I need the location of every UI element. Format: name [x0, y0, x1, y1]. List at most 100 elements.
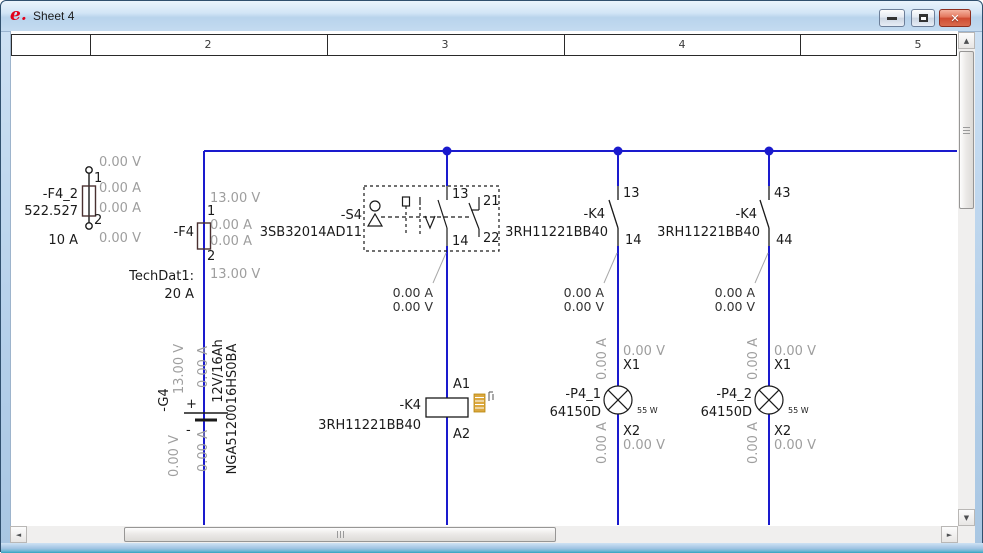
scroll-up-button[interactable]: ▲ [958, 32, 975, 49]
f4-2-tag[interactable]: -F4_2 [43, 187, 78, 202]
window-title: Sheet 4 [33, 9, 75, 23]
k4-coil-type[interactable]: 3RH11221BB40 [318, 418, 421, 433]
k4-contact-b-bot[interactable]: 44 [776, 233, 793, 248]
f4-2-meas-a1: 0.00 A [99, 181, 141, 196]
s4-terminal-14[interactable]: 14 [452, 234, 469, 249]
s4-terminal-21[interactable]: 21 [483, 194, 500, 209]
ruler-divider [564, 35, 565, 55]
p4-2-meas-a-bot: 0.00 A [746, 422, 761, 464]
ruler-divider [800, 35, 801, 55]
k4-contact-a-bot[interactable]: 14 [625, 233, 642, 248]
s4-tag[interactable]: -S4 [341, 208, 362, 223]
contact-image-icon [473, 391, 494, 413]
p4-2-terminal-x2[interactable]: X2 [774, 424, 791, 439]
p4-2-type[interactable]: 64150D [701, 405, 752, 420]
p4-2-tag[interactable]: -P4_2 [716, 387, 752, 402]
ruler-label-3: 3 [441, 38, 449, 51]
p4-1-terminal-x1[interactable]: X1 [623, 358, 640, 373]
arrow-down-icon: ▼ [963, 513, 970, 522]
arrow-left-icon: ◄ [15, 530, 22, 539]
scroll-right-button[interactable]: ► [941, 526, 958, 543]
component-f4-fuse[interactable] [196, 222, 212, 250]
leader-line [603, 252, 618, 284]
k4-contact-b-tag[interactable]: -K4 [736, 207, 758, 222]
k4-contact-a-top[interactable]: 13 [623, 186, 640, 201]
titlebar[interactable]: e. Sheet 4 ✕ [1, 1, 982, 32]
k4-coil-a1[interactable]: A1 [453, 377, 470, 392]
junction-dot [764, 146, 774, 156]
junction-dots [442, 146, 774, 156]
f4-2-terminal-2[interactable]: 2 [94, 213, 102, 228]
f4-meas-a1: 0.00 A [210, 218, 252, 233]
minimize-icon [887, 16, 897, 20]
vertical-scroll-thumb[interactable] [959, 51, 974, 209]
p4-1-meas-v-bot: 0.00 V [623, 438, 665, 453]
f4-terminal-2[interactable]: 2 [207, 249, 215, 264]
scroll-down-button[interactable]: ▼ [958, 509, 975, 526]
component-k4-contact-43[interactable] [759, 186, 770, 246]
schematic-canvas[interactable] [10, 31, 958, 526]
f4-2-terminal-1[interactable]: 1 [94, 171, 102, 186]
s4-terminal-22[interactable]: 22 [483, 231, 500, 246]
vertical-scrollbar[interactable]: ▲ ▼ [958, 32, 975, 526]
k4-coil-a2[interactable]: A2 [453, 427, 470, 442]
f4-terminal-1[interactable]: 1 [207, 204, 215, 219]
horizontal-scroll-thumb[interactable] [124, 527, 556, 542]
s4-terminal-13[interactable]: 13 [452, 187, 469, 202]
k4-coil-tag[interactable]: -K4 [400, 398, 422, 413]
wire-network[interactable] [203, 150, 957, 525]
p4-1-power: 55 W [637, 406, 658, 415]
g4-type-rating[interactable]: 12V/16Ah [211, 339, 226, 403]
ruler-divider [90, 35, 91, 55]
component-k4-contact-13[interactable] [608, 186, 619, 246]
f4-tech-value[interactable]: 20 A [164, 287, 194, 302]
leader-line [754, 252, 769, 284]
g4-minus: - [186, 423, 191, 438]
close-button[interactable]: ✕ [939, 9, 971, 27]
f4-tech-label[interactable]: TechDat1: [128, 269, 194, 284]
leader-line [432, 252, 447, 284]
p4-1-terminal-x2[interactable]: X2 [623, 424, 640, 439]
k4-contact-a-type[interactable]: 3RH11221BB40 [505, 225, 608, 240]
f4-2-meas-v-bot: 0.00 V [99, 231, 141, 246]
scroll-left-button[interactable]: ◄ [10, 526, 27, 543]
s4-meas-v: 0.00 V [393, 299, 434, 314]
component-s4-switch[interactable] [363, 185, 500, 252]
s4-type[interactable]: 3SB32014AD11 [260, 225, 362, 240]
component-f4-2-fuse[interactable] [81, 166, 97, 230]
f4-2-value[interactable]: 522.527 [24, 204, 78, 219]
g4-type-number[interactable]: NGA5120016HS0BA [225, 344, 240, 475]
f4-meas-v-top: 13.00 V [210, 191, 260, 206]
p4-1-type[interactable]: 64150D [550, 405, 601, 420]
scrollbar-corner [958, 526, 975, 543]
f4-tag[interactable]: -F4 [174, 225, 194, 240]
ruler-divider [327, 35, 328, 55]
component-k4-coil[interactable] [425, 397, 469, 418]
horizontal-scrollbar[interactable]: ◄ ► [10, 526, 958, 543]
g4-meas-v-bot: 0.00 V [167, 435, 182, 477]
g4-tag[interactable]: -G4 [157, 388, 172, 412]
s4-meas-a: 0.00 A [393, 285, 434, 300]
junction-dot [613, 146, 623, 156]
component-p4-2-lamp[interactable] [754, 385, 784, 415]
f4-meas-v-bot: 13.00 V [210, 267, 260, 282]
k4-contact-b-meas-a: 0.00 A [715, 285, 756, 300]
ruler-label-5: 5 [914, 38, 922, 51]
k4-contact-b-type[interactable]: 3RH11221BB40 [657, 225, 760, 240]
component-g4-battery[interactable] [184, 412, 228, 422]
p4-1-meas-a-top: 0.00 A [595, 338, 610, 380]
component-p4-1-lamp[interactable] [603, 385, 633, 415]
restore-button[interactable] [911, 9, 935, 27]
minimize-button[interactable] [879, 9, 905, 27]
f4-2-meas-a2: 0.00 A [99, 201, 141, 216]
k4-contact-b-top[interactable]: 43 [774, 186, 791, 201]
f4-2-rating[interactable]: 10 A [48, 233, 78, 248]
ruler-label-4: 4 [678, 38, 686, 51]
schematic-drawing[interactable]: -F4_2 522.527 10 A 1 2 0.00 V 0.00 A 0.0… [10, 56, 958, 526]
k4-contact-a-tag[interactable]: -K4 [584, 207, 606, 222]
p4-1-tag[interactable]: -P4_1 [565, 387, 601, 402]
k4-contact-a-meas-v: 0.00 V [564, 299, 605, 314]
p4-2-terminal-x1[interactable]: X1 [774, 358, 791, 373]
g4-meas-a-top: 0.00 A [196, 346, 211, 388]
